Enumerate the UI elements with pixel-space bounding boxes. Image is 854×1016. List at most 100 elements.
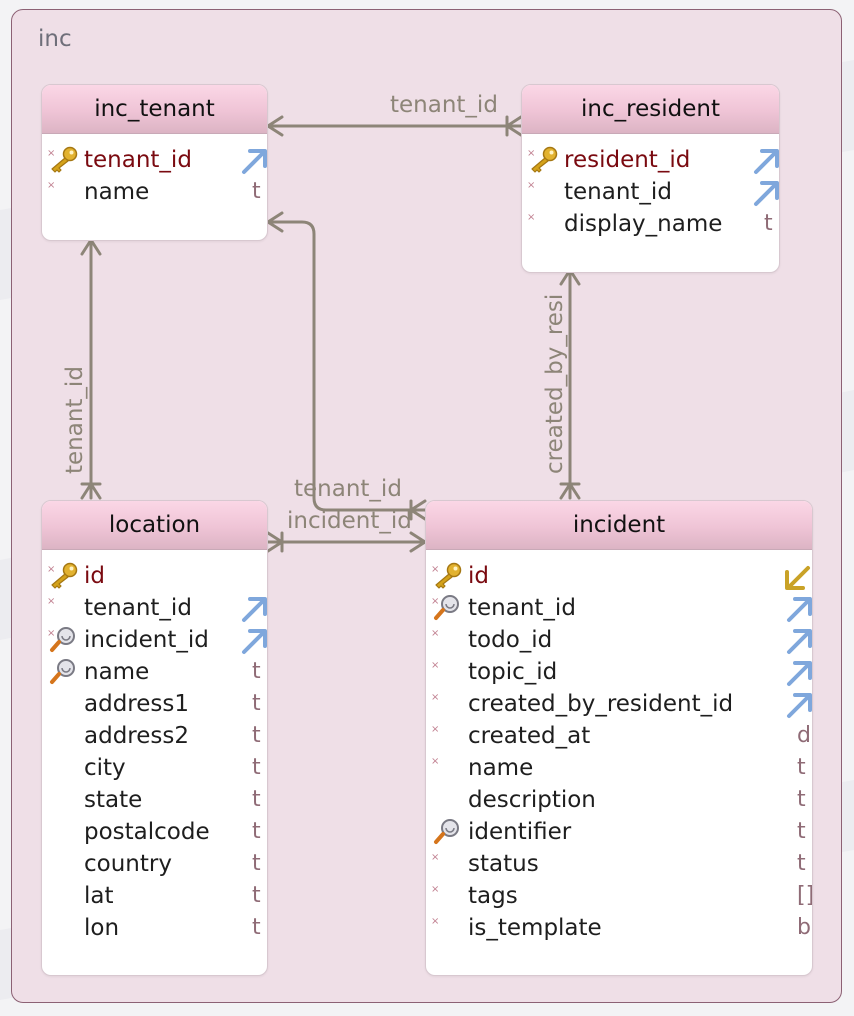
column-name: todo_id [468, 627, 553, 653]
column-row-resident-id[interactable]: × resident_id [522, 144, 779, 176]
column-name: description [468, 787, 596, 813]
required-marker-icon: × [47, 628, 56, 639]
column-name: postalcode [84, 819, 210, 845]
required-marker-icon: × [431, 660, 440, 671]
column-name: name [84, 659, 150, 685]
column-name: created_at [468, 723, 591, 749]
column-row-todo-id[interactable]: ×todo_id [426, 624, 812, 656]
column-type: t [797, 755, 806, 780]
primary-key-icon [48, 145, 78, 173]
column-row-topic-id[interactable]: ×topic_id [426, 656, 812, 688]
arrowhead-resident-tenant [266, 115, 284, 137]
column-name: name [84, 179, 150, 205]
index-icon [48, 657, 78, 685]
required-marker-icon: × [431, 916, 440, 927]
link-incident-tenant [266, 220, 427, 512]
foreign-key-arrow-icon[interactable] [750, 146, 779, 180]
foreign-key-arrow-icon[interactable] [783, 594, 812, 628]
required-marker-icon: × [431, 564, 440, 575]
column-name: city [84, 755, 126, 781]
column-row-id[interactable]: × id [426, 560, 812, 592]
column-row-lon[interactable]: lon t [42, 912, 267, 944]
column-type: t [252, 179, 261, 204]
column-name: address2 [84, 723, 189, 749]
column-name: identifier [468, 819, 572, 845]
column-row-address1[interactable]: address1 t [42, 688, 267, 720]
relation-label-incident-resident: created_by_resi [542, 293, 568, 474]
column-type: t [252, 787, 261, 812]
column-name: id [468, 563, 489, 589]
schema-label: inc [38, 26, 72, 52]
table-title: inc_resident [522, 85, 779, 134]
foreign-key-arrow-icon[interactable] [238, 626, 267, 660]
column-type: t [252, 851, 261, 876]
column-type: t [252, 691, 261, 716]
column-name: lon [84, 915, 120, 941]
foreign-key-arrow-icon[interactable] [238, 594, 267, 628]
column-name: is_template [468, 915, 602, 941]
column-type: t [764, 211, 773, 236]
relation-label-location-incident: incident_id [287, 508, 412, 534]
column-type: [] [797, 883, 813, 908]
column-row-id[interactable]: ×id [42, 560, 267, 592]
column-name: resident_id [564, 147, 691, 173]
arrowhead-incident-tenant [266, 211, 284, 233]
column-name: tenant_id [84, 147, 192, 173]
column-row-tenant-id[interactable]: ×tenant_id [42, 144, 267, 176]
column-row-name[interactable]: name t [42, 656, 267, 688]
column-name: name [468, 755, 534, 781]
required-marker-icon: × [431, 756, 440, 767]
column-name: address1 [84, 691, 189, 717]
column-row-created-by-resident-id[interactable]: × created_by_resident_id [426, 688, 812, 720]
index-icon [48, 625, 78, 653]
column-type: t [252, 883, 261, 908]
column-row-tenant-id[interactable]: ×tenant_id [42, 592, 267, 624]
column-type: t [797, 819, 806, 844]
column-type: t [252, 915, 261, 940]
column-name: tenant_id [564, 179, 672, 205]
table-inc-resident[interactable]: inc_resident × resident_id × tenant_id ×disp… [521, 84, 780, 273]
column-row-tenant-id[interactable]: ×tenant_id [426, 592, 812, 624]
column-name: tenant_id [84, 595, 192, 621]
column-type: d [797, 723, 811, 748]
column-row-is-template[interactable]: × is_template b [426, 912, 812, 944]
column-type: t [252, 659, 261, 684]
required-marker-icon: × [47, 564, 56, 575]
table-title: inc_tenant [42, 85, 267, 134]
referenced-by-arrow-icon[interactable] [783, 562, 812, 596]
column-row-name[interactable]: × name t [426, 752, 812, 784]
foreign-key-arrow-icon[interactable] [783, 658, 812, 692]
column-row-tags[interactable]: ×tags[] [426, 880, 812, 912]
column-row-tenant-id[interactable]: × tenant_id [522, 176, 779, 208]
required-marker-icon: × [527, 180, 536, 191]
foreign-key-arrow-icon[interactable] [750, 178, 779, 212]
foreign-key-arrow-icon[interactable] [783, 626, 812, 660]
foreign-key-arrow-icon[interactable] [238, 146, 267, 180]
table-incident[interactable]: incident ×id×tenant_id×todo_id×topic_id×… [425, 500, 813, 976]
relation-label-resident-tenant: tenant_id [390, 92, 498, 118]
required-marker-icon: × [527, 148, 536, 159]
index-icon [432, 817, 462, 845]
column-type: b [797, 915, 811, 940]
foreign-key-arrow-icon[interactable] [783, 690, 812, 724]
relation-label-location-tenant: tenant_id [62, 366, 88, 474]
column-row-incident-id[interactable]: ×incident_id [42, 624, 267, 656]
required-marker-icon: × [431, 692, 440, 703]
column-name: tenant_id [468, 595, 576, 621]
column-row-identifier[interactable]: identifier t [426, 816, 812, 848]
column-name: created_by_resident_id [468, 691, 734, 717]
